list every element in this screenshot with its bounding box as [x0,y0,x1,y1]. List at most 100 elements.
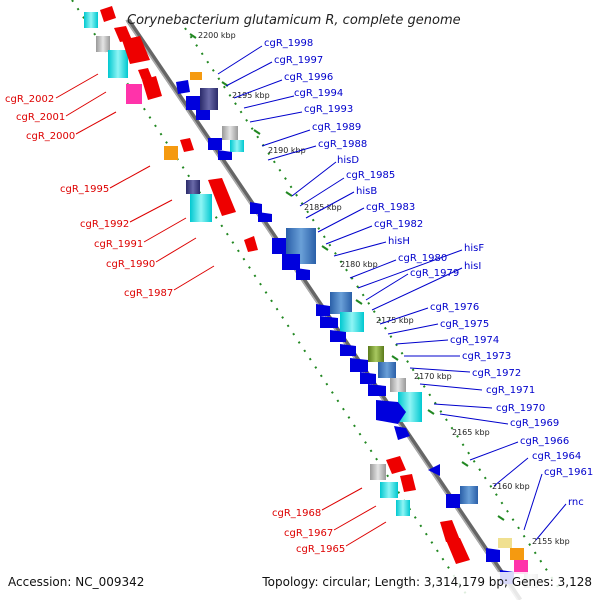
gene-feature[interactable] [486,548,500,562]
gene-feature[interactable] [250,202,262,214]
gene-feature[interactable] [390,378,406,392]
gene-feature[interactable] [386,456,406,474]
gene-label[interactable]: cgR_1991 [94,239,143,250]
gene-feature[interactable] [186,96,200,110]
gene-feature[interactable] [428,464,440,476]
gene-feature[interactable] [230,140,244,152]
gene-feature[interactable] [196,110,210,120]
gene-feature[interactable] [126,84,142,104]
gene-feature[interactable] [200,88,218,110]
gene-label[interactable]: cgR_1972 [472,368,521,379]
gene-feature[interactable] [282,254,300,270]
gene-feature[interactable] [272,238,286,254]
gene-label[interactable]: cgR_1997 [274,55,323,66]
gene-label[interactable]: hisI [464,261,481,272]
gene-feature[interactable] [190,72,202,80]
gene-feature[interactable] [244,236,258,252]
gene-feature[interactable] [400,474,416,492]
gene-label[interactable]: cgR_1975 [440,319,489,330]
gene-feature[interactable] [142,76,162,100]
gene-label[interactable]: cgR_1995 [60,184,109,195]
gene-feature[interactable] [340,344,356,356]
gene-feature[interactable] [258,212,272,222]
gene-feature[interactable] [96,36,110,52]
gene-label[interactable]: cgR_1987 [124,288,173,299]
gene-feature[interactable] [114,26,132,42]
gene-label[interactable]: cgR_1989 [312,122,361,133]
gene-label[interactable]: cgR_1966 [520,436,569,447]
gene-label[interactable]: cgR_1990 [106,259,155,270]
gene-label[interactable]: cgR_1961 [544,467,593,478]
gene-feature[interactable] [320,316,338,328]
gene-feature[interactable] [510,548,524,560]
gene-label[interactable]: cgR_1970 [496,403,545,414]
gene-feature[interactable] [370,464,386,480]
gene-feature[interactable] [186,180,200,194]
gene-label[interactable]: cgR_1976 [430,302,479,313]
gene-feature[interactable] [108,50,128,78]
gene-feature[interactable] [176,80,190,94]
gene-label[interactable]: cgR_1985 [346,170,395,181]
footer-backdrop [0,572,600,600]
gene-feature[interactable] [330,292,352,314]
gene-feature[interactable] [446,538,470,564]
gene-feature[interactable] [316,304,330,316]
gene-label[interactable]: rnc [568,497,584,508]
gene-label[interactable]: cgR_1973 [462,351,511,362]
gene-feature[interactable] [190,194,212,222]
gene-label[interactable]: cgR_2001 [16,112,65,123]
gene-label[interactable]: cgR_1980 [398,253,447,264]
gene-feature[interactable] [180,138,194,152]
gene-label[interactable]: cgR_1967 [284,528,333,539]
tick-label: 2190 kbp [268,146,306,155]
gene-label[interactable]: cgR_1965 [296,544,345,555]
gene-label[interactable]: cgR_1969 [510,418,559,429]
gene-feature[interactable] [498,538,512,548]
gene-label[interactable]: cgR_2002 [5,94,54,105]
gene-label[interactable]: hisH [388,236,410,247]
gene-feature[interactable] [360,372,376,384]
gene-label[interactable]: cgR_1974 [450,335,499,346]
gene-label[interactable]: cgR_1968 [272,508,321,519]
gene-feature[interactable] [222,126,238,140]
gene-feature[interactable] [122,36,150,64]
gene-label[interactable]: cgR_1994 [294,88,343,99]
gene-feature[interactable] [514,560,528,574]
gene-feature[interactable] [100,6,116,22]
gene-feature[interactable] [380,482,398,498]
gene-feature[interactable] [378,362,396,378]
gene-feature[interactable] [208,178,236,216]
gene-feature[interactable] [396,500,410,516]
gene-label[interactable]: hisF [464,243,484,254]
gene-label[interactable]: cgR_1996 [284,72,333,83]
gene-feature[interactable] [376,400,406,424]
gene-feature[interactable] [218,150,232,160]
gene-feature[interactable] [330,330,346,342]
gene-label[interactable]: cgR_1982 [374,219,423,230]
gene-feature[interactable] [394,426,410,440]
gene-feature[interactable] [350,358,368,372]
gene-label[interactable]: cgR_1979 [410,268,459,279]
gene-label[interactable]: cgR_1998 [264,38,313,49]
gene-label[interactable]: cgR_1992 [80,219,129,230]
gene-feature[interactable] [164,146,178,160]
gene-feature[interactable] [296,268,310,280]
gene-label[interactable]: hisD [337,155,359,166]
gene-label[interactable]: cgR_1964 [532,451,581,462]
gene-feature[interactable] [368,384,386,396]
gene-feature[interactable] [340,312,364,332]
gene-feature[interactable] [440,520,460,542]
gene-feature[interactable] [84,12,98,28]
gene-label[interactable]: cgR_2000 [26,131,75,142]
gene-label[interactable]: cgR_1971 [486,385,535,396]
gene-feature[interactable] [446,494,460,508]
gene-label[interactable]: hisB [356,186,377,197]
gene-feature[interactable] [460,486,478,504]
gene-label[interactable]: cgR_1983 [366,202,415,213]
gene-label[interactable]: cgR_1988 [318,139,367,150]
gene-feature[interactable] [208,138,222,150]
gene-label[interactable]: cgR_1993 [304,104,353,115]
gene-feature[interactable] [138,68,152,80]
gene-feature[interactable] [368,346,384,362]
